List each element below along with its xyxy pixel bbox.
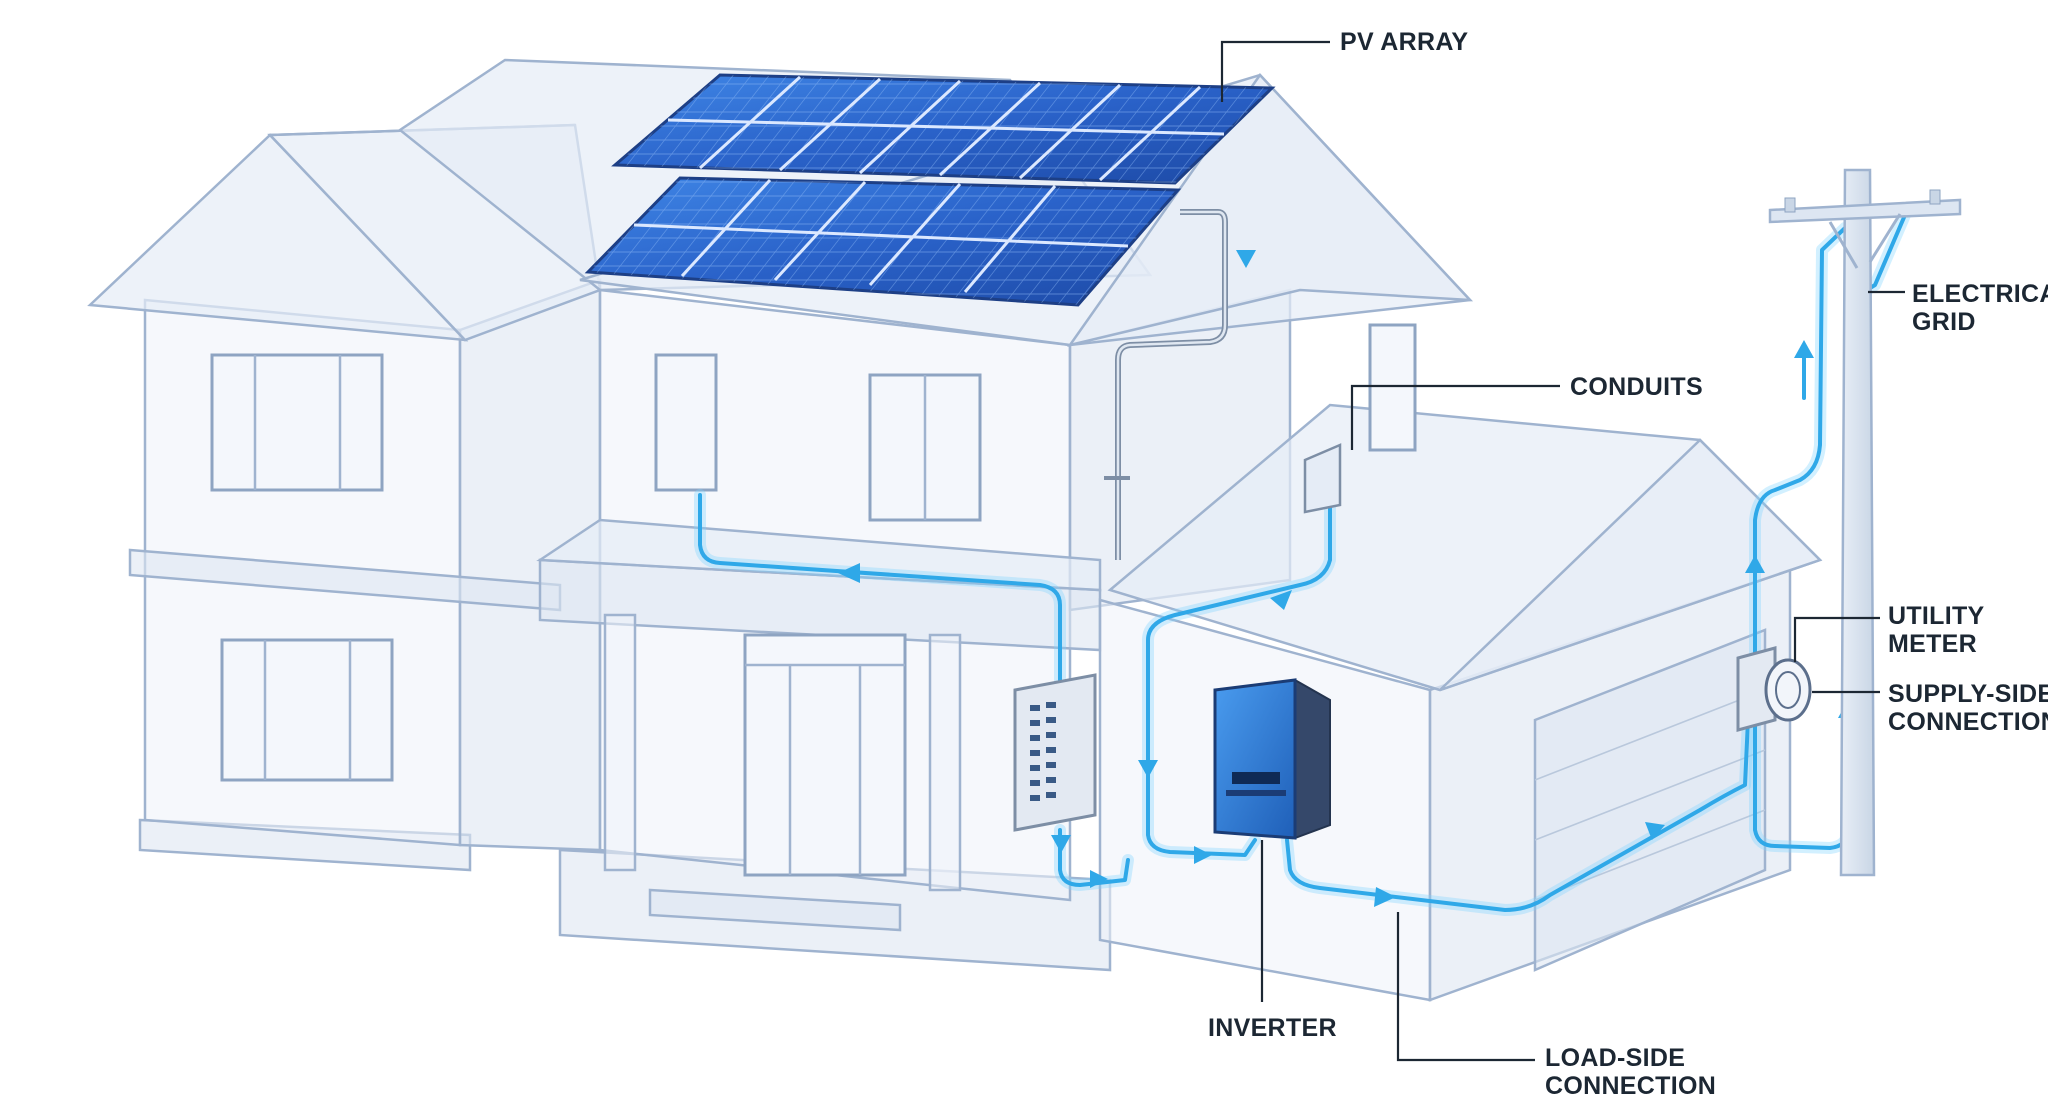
utility-meter-label-line2: METER [1888, 630, 1977, 658]
supply-side-label-line1: SUPPLY-SIDE [1888, 680, 2048, 708]
flow-arrow [1138, 760, 1158, 778]
house [87, 58, 1823, 1002]
utility-pole [1768, 168, 1962, 877]
flow-arrow [1194, 846, 1212, 864]
porch-column [928, 633, 962, 892]
flow-arrow [1236, 250, 1256, 268]
flow-arrow [1745, 555, 1765, 573]
pole-crossarm [1768, 198, 1962, 224]
flow-arrow [838, 563, 860, 583]
window [654, 353, 718, 492]
pv-array-label: PV ARRAY [1340, 28, 1468, 56]
utility-meter-label-line1: UTILITY [1888, 602, 1985, 630]
flow-arrow [1090, 870, 1108, 888]
load-side-label-line1: LOAD-SIDE [1545, 1044, 1685, 1072]
window [1368, 323, 1417, 452]
main-electrical-panel [1013, 673, 1097, 832]
window [220, 638, 394, 782]
pv-array-leader [1220, 40, 1330, 102]
front-door [743, 633, 907, 877]
front-step [648, 888, 902, 932]
supply-side-label-line2: CONNECTION [1888, 708, 2048, 736]
callouts: PV ARRAY CONDUITS ELECTRICAL GRID UTILIT… [1208, 28, 2048, 1100]
porch-roof-top [536, 518, 1102, 592]
flow-arrow [1051, 835, 1071, 853]
pv-array [584, 73, 1276, 307]
utility-meter-leader [1793, 616, 1880, 662]
load-side-label-line2: CONNECTION [1545, 1072, 1716, 1100]
inverter-label: INVERTER [1208, 1014, 1337, 1042]
conduits-leader [1350, 384, 1560, 450]
window [210, 353, 384, 492]
flow-arrow [1645, 822, 1665, 840]
flow-arrow [1374, 887, 1396, 907]
flow-arrow [1794, 340, 1814, 358]
inverter-unit [1213, 678, 1331, 840]
conduit-run [1104, 209, 1228, 560]
conduit-junction-box [1303, 443, 1342, 514]
garage-door [1533, 628, 1767, 972]
conduits-label: CONDUITS [1570, 373, 1703, 401]
electrical-grid-label-line1: ELECTRICAL [1912, 280, 2048, 308]
electrical-grid-label-line2: GRID [1912, 308, 1976, 336]
utility-meter [1736, 646, 1812, 732]
porch-column [603, 613, 637, 872]
flow-arrow [1270, 590, 1292, 610]
load-side-leader [1396, 912, 1535, 1062]
